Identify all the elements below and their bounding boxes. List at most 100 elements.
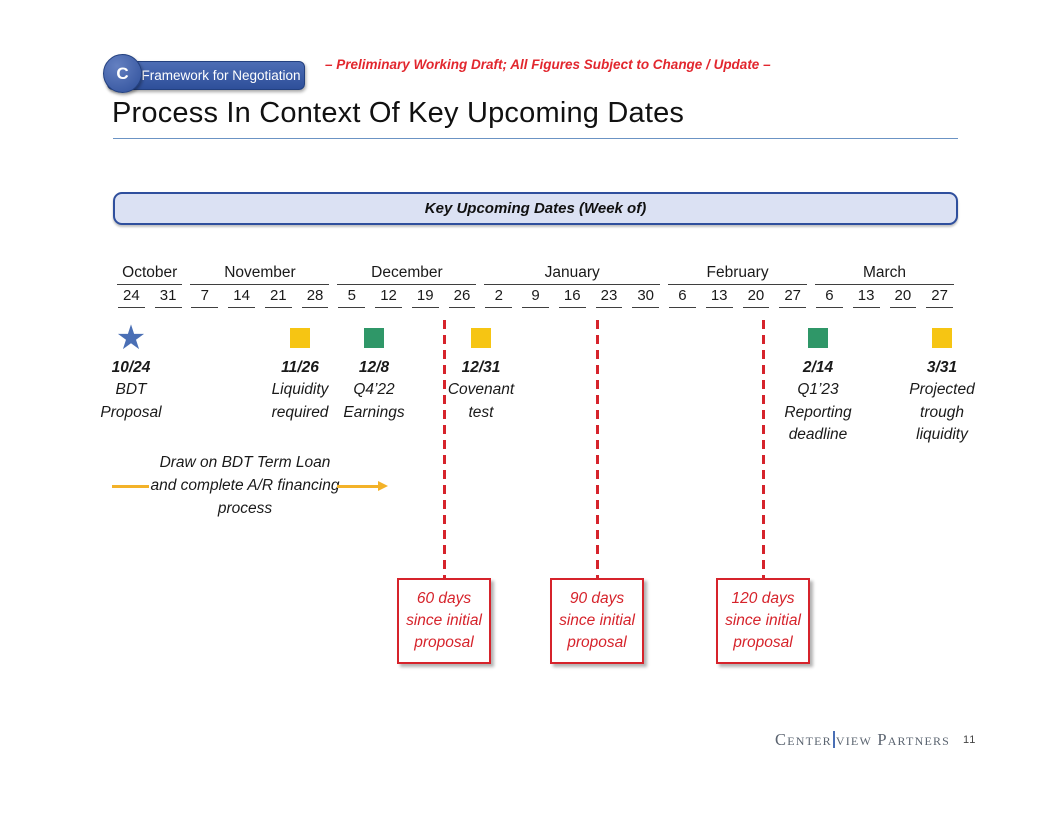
week-label: 2 (485, 287, 513, 308)
badge-circle-icon: C (103, 54, 142, 93)
month-label: February (668, 264, 808, 285)
page-number: 11 (963, 734, 977, 746)
callout-text: 90 days (569, 590, 625, 607)
week-label: 20 (889, 287, 917, 308)
week-label: 12 (375, 287, 402, 308)
logo-divider (832, 731, 835, 748)
week-label: 27 (926, 287, 953, 308)
arrow-head-icon (378, 481, 388, 491)
callout-text: proposal (414, 634, 474, 651)
milestone-date: 3/31 (926, 359, 958, 376)
milestone-label: Projected (909, 381, 975, 398)
milestone-label: Liquidity (271, 381, 329, 398)
key-dates-banner: Key Upcoming Dates (Week of) (113, 192, 958, 225)
milestone-label: Q4’22 (353, 381, 395, 398)
milestone-label: deadline (788, 426, 848, 443)
month-label: January (484, 264, 661, 285)
callout-text: since initial (559, 612, 635, 629)
milestone-date: 12/31 (461, 359, 501, 376)
week-label: 30 (632, 287, 660, 308)
milestone-date: 12/8 (358, 359, 390, 376)
milestone-date: 2/14 (802, 359, 834, 376)
annotation-line: process (217, 500, 273, 517)
elapsed-days-connector (595, 320, 599, 578)
square-marker-icon (885, 322, 999, 354)
milestone-label: required (271, 403, 329, 421)
milestone-label: Reporting (784, 403, 852, 421)
week-label: 23 (595, 287, 623, 308)
annotation-text: Draw on BDT Term Loan and complete A/R fi… (132, 451, 358, 520)
week-label: 19 (411, 287, 439, 308)
logo-text-left: Center (775, 730, 832, 749)
milestone-label: Earnings (343, 403, 405, 421)
week-label: 6 (816, 287, 843, 308)
weeks-row: 6 13 20 27 (811, 287, 958, 308)
milestone-label: liquidity (916, 426, 968, 443)
annotation-line: Draw on BDT Term Loan (159, 454, 331, 471)
milestone-label: BDT (115, 381, 147, 398)
milestone-label: Covenant (447, 381, 515, 398)
arrow-right-line (337, 485, 379, 488)
week-label: 9 (522, 287, 549, 308)
week-label: 27 (779, 287, 807, 308)
month-label: October (117, 264, 183, 285)
week-label: 20 (742, 287, 770, 308)
annotation-line: and complete A/R financing (150, 477, 340, 494)
week-label: 21 (264, 287, 292, 308)
week-label: 13 (705, 287, 733, 308)
callout-text: proposal (567, 634, 627, 651)
month-label: November (190, 264, 330, 285)
month-label: March (815, 264, 954, 285)
square-marker-icon (243, 322, 357, 354)
square-marker-icon (424, 322, 538, 354)
title-underline (113, 138, 958, 139)
badge-label: Framework for Negotiation (141, 68, 301, 83)
week-label: 14 (228, 287, 255, 308)
week-label: 28 (301, 287, 329, 308)
milestone-label: Q1’23 (797, 381, 839, 398)
page-title: Process In Context Of Key Upcoming Dates (112, 97, 685, 129)
week-label: 16 (558, 287, 586, 308)
week-label: 13 (852, 287, 880, 308)
elapsed-days-connector (761, 320, 765, 578)
callout-text: 120 days (731, 590, 795, 607)
callout-text: 60 days (416, 590, 472, 607)
square-marker-icon (317, 322, 431, 354)
callout-text: proposal (733, 634, 793, 651)
milestone-label: Proposal (100, 403, 162, 421)
arrow-left-line (112, 485, 149, 488)
elapsed-days-connector (442, 320, 446, 578)
milestone-date: 10/24 (111, 359, 151, 376)
callout-text: since initial (725, 612, 801, 629)
week-label: 26 (448, 287, 476, 308)
logo-text-right: view Partners (835, 730, 951, 749)
week-label: 24 (118, 287, 145, 308)
milestone-label: test (468, 403, 494, 421)
milestone-date: 11/26 (281, 359, 319, 376)
disclaimer-text: – Preliminary Working Draft; All Figures… (325, 57, 771, 72)
square-marker-icon (761, 322, 875, 354)
milestone-label: trough (920, 403, 964, 421)
month-label: December (337, 264, 477, 285)
week-label: 5 (338, 287, 366, 308)
elapsed-days-callout: 90 days since initial proposal (550, 578, 644, 664)
weeks-row: 5 12 19 26 (333, 287, 480, 308)
